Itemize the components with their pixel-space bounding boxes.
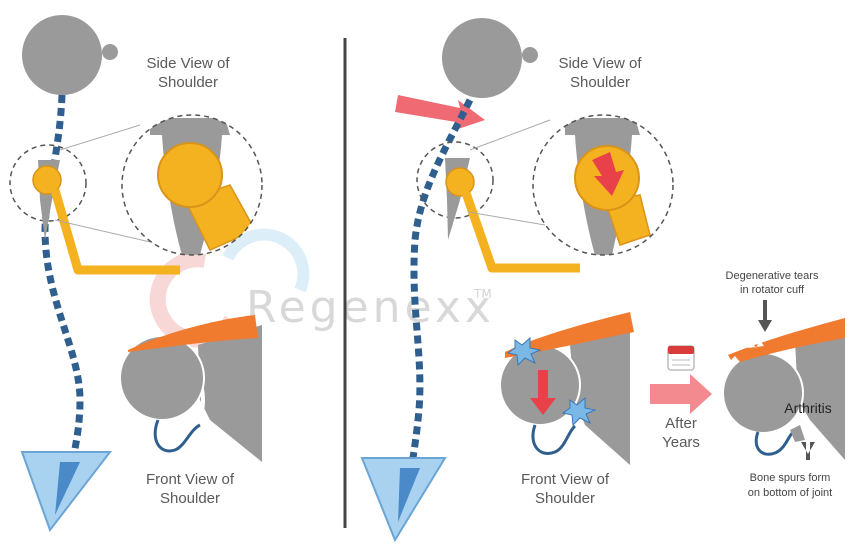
left-panel: Side View of Shoulder Front View of Shou… <box>10 15 262 530</box>
calendar-icon <box>668 346 694 370</box>
after-label: After <box>665 415 697 432</box>
zoom-guide-top-forward <box>470 120 550 150</box>
side-view-zoom-forward <box>533 115 673 255</box>
spurs-label-line1: Bone spurs form <box>750 472 831 484</box>
forward-head-arrow <box>395 95 485 130</box>
right-side-view-label-line1: Side View of <box>558 55 642 72</box>
plumb-line <box>45 95 80 490</box>
right-panel: Side View of Shoulder Front View of Shou… <box>362 18 845 540</box>
right-front-view-label-line1: Front View of <box>521 471 610 488</box>
right-side-view-label-line2: Shoulder <box>570 74 630 91</box>
years-label: Years <box>662 434 700 451</box>
front-view-shoulder <box>120 315 262 462</box>
front-view-shoulder-impinged <box>500 312 634 465</box>
right-front-view-label-line2: Shoulder <box>535 490 595 507</box>
spurs-label-line2: on bottom of joint <box>748 487 832 499</box>
spurs-pointer-arrow <box>801 442 815 460</box>
head-icon-forward <box>442 18 538 98</box>
progression-arrow <box>650 374 712 414</box>
tears-label-line1: Degenerative tears <box>726 270 819 282</box>
side-view-zoom <box>122 115 262 255</box>
tears-label-line2: in rotator cuff <box>740 284 805 296</box>
bone-spur <box>790 425 805 442</box>
zoom-guide-top <box>60 125 140 150</box>
watermark-trademark: TM <box>473 287 492 301</box>
tears-pointer-arrow <box>758 300 772 332</box>
left-side-view-label-line1: Side View of <box>146 55 230 72</box>
degenerated-shoulder <box>723 318 845 460</box>
left-side-view-label-line2: Shoulder <box>158 74 218 91</box>
base-triangle-forward <box>362 458 445 540</box>
base-triangle <box>22 452 110 530</box>
left-front-view-label-line2: Shoulder <box>160 490 220 507</box>
watermark-text: Regenexx <box>246 282 495 333</box>
left-front-view-label-line1: Front View of <box>146 471 235 488</box>
arthritis-label: Arthritis <box>784 400 831 416</box>
head-icon <box>22 15 118 95</box>
